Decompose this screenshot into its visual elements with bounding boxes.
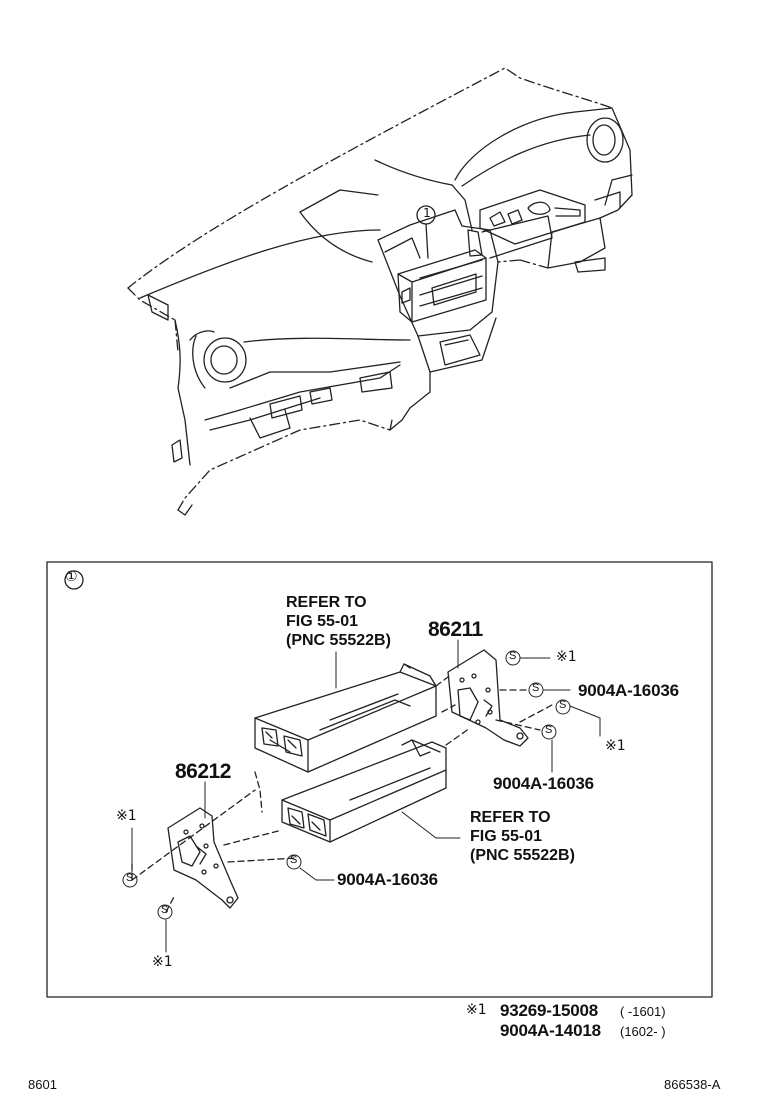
screw-part-number-c: 9004A-16036 [337, 870, 438, 889]
instrument-panel-illustration [127, 67, 633, 516]
footer-left-code: 8601 [28, 1077, 57, 1092]
screw-letter: S [290, 854, 298, 866]
bracket-86211 [447, 649, 529, 747]
screw-icon [541, 724, 557, 740]
screw-symbols [122, 650, 571, 920]
leader-lines [131, 639, 601, 953]
screw-letter: S [559, 699, 567, 711]
detail-callout-circle [64, 570, 84, 590]
note-mark-3: ※1 [116, 808, 137, 824]
screw-icon [286, 854, 302, 870]
screw-icon [157, 904, 173, 920]
part-number-86211: 86211 [428, 618, 483, 641]
legend-mark: ※1 [466, 1002, 487, 1018]
screw-letter: S [532, 682, 540, 694]
detail-callout-key: ① [65, 569, 78, 585]
refer-to-label-bottom: REFER TO FIG 55-01 (PNC 55522B) [470, 809, 575, 864]
screw-letter: S [545, 724, 553, 736]
screw-letter: S [509, 650, 517, 662]
screw-part-number-a: 9004A-16036 [578, 681, 679, 700]
upper-storage-box [254, 663, 437, 773]
bracket-86212 [167, 807, 239, 909]
footer-right-code: 866538-A [664, 1077, 721, 1092]
detail-frame [46, 561, 713, 998]
legend-row2-range: (1602- ) [620, 1024, 666, 1039]
screw-icon [528, 682, 544, 698]
note-mark-1: ※1 [556, 649, 577, 665]
refer-to-label-top: REFER TO FIG 55-01 (PNC 55522B) [286, 594, 391, 649]
note-mark-4: ※1 [152, 954, 173, 970]
screw-letter: S [126, 872, 134, 884]
lower-storage-box [281, 739, 447, 843]
overview-callout-number: 1 [423, 206, 431, 220]
screw-letter: S [161, 904, 169, 916]
legend-row2-part: 9004A-14018 [500, 1021, 601, 1040]
note-mark-2: ※1 [605, 738, 626, 754]
screw-part-number-b: 9004A-16036 [493, 774, 594, 793]
legend-row1-part: 93269-15008 [500, 1001, 599, 1020]
screw-icon [555, 699, 571, 715]
part-number-86212: 86212 [175, 760, 231, 783]
screw-icon [505, 650, 521, 666]
screw-icon [122, 872, 138, 888]
legend-row1-range: ( -1601) [620, 1004, 666, 1019]
